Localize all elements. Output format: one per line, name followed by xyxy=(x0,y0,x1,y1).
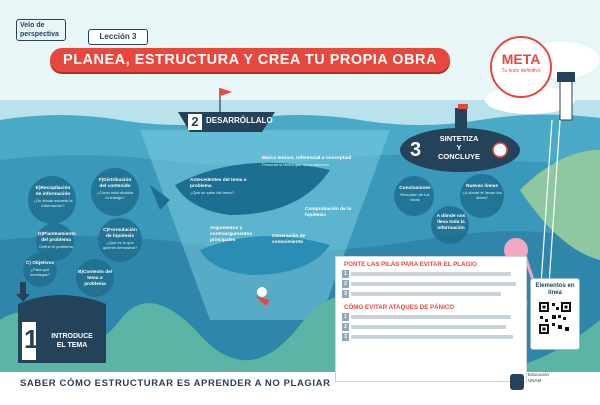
tip-number: 1 xyxy=(342,313,349,321)
meta-title: META xyxy=(501,51,541,67)
tip-text-placeholder xyxy=(351,281,516,286)
node-title: C)Formulación de hipótesis xyxy=(103,228,137,239)
node-comprobacion: Comprobación de la hipótesis xyxy=(305,207,360,219)
page-title: PLANEA, ESTRUCTURA Y CREA TU PROPIA OBRA xyxy=(63,52,437,68)
node-sub: ¿A dónde te llevan tus ideas? xyxy=(462,190,502,200)
node-sub: Presenta la teoría que da fundamento xyxy=(262,162,330,167)
org-label: Educación UNAM xyxy=(528,372,584,383)
tip-row: 3 xyxy=(342,290,520,298)
node-sub: ¿Cómo está dividida tu trabajo? xyxy=(96,190,134,200)
step-1-label-line2: EL TEMA xyxy=(56,342,88,349)
node-recopilacion: E)Recopilación de información¿De dónde s… xyxy=(33,186,73,208)
node-antecedentes: Antecedentes del tema o problema¿Qué se … xyxy=(190,178,250,195)
node-sub: ¿Para qué investigas? xyxy=(29,267,50,277)
step-3-label-line2: Y xyxy=(456,143,462,152)
node-title: A dónde nos lleva toda la información xyxy=(436,214,466,231)
node-title: C) Objetivos xyxy=(25,261,55,266)
qr-title: Elementos en línea xyxy=(535,283,575,296)
node-distribucion: F)Distribución del contenido¿Cómo está d… xyxy=(95,178,135,200)
tip-text-placeholder xyxy=(351,334,513,339)
step-3-label-line3: CONCLUYE xyxy=(437,152,481,161)
meta-badge: META Tu texto definitivo xyxy=(490,36,552,98)
tip-number: 3 xyxy=(342,333,349,341)
node-generacion: Generación de conocimiento xyxy=(272,234,322,246)
node-argumentos: Argumentos y contraargumentos principale… xyxy=(210,226,270,244)
node-sub: Define el problema xyxy=(39,244,73,249)
node-title: Comprobación de la hipótesis xyxy=(305,207,352,218)
tip-text-placeholder xyxy=(351,314,511,319)
qr-card[interactable]: Elementos en línea xyxy=(530,278,580,350)
panel-heading-plagio: PONTE LAS PILAS PARA EVITAR EL PLAGIO xyxy=(344,261,477,268)
node-objetivos: C) Objetivos¿Para qué investigas? xyxy=(24,261,56,277)
qr-code-icon[interactable] xyxy=(538,301,572,335)
tips-panel: PONTE LAS PILAS PARA EVITAR EL PLAGIO 1 … xyxy=(335,256,527,382)
node-title: Marco teórico, referencial o conceptual xyxy=(262,156,352,161)
step-3-number: 3 xyxy=(410,139,422,161)
node-title: Conclusiones xyxy=(399,186,431,191)
node-title: Generación de conocimiento xyxy=(272,234,306,245)
node-sub: Resumen de tus ideas xyxy=(400,192,430,202)
meta-subtitle: Tu texto definitivo xyxy=(501,68,541,74)
lesson-label: Lección 3 xyxy=(88,29,148,45)
step-2-label: DESARRÓLLALO xyxy=(206,116,273,125)
node-a-donde: A dónde nos lleva toda la información xyxy=(432,214,470,232)
node-title: E)Recopilación de información xyxy=(35,186,71,197)
node-sub: ¿De dónde sacaste la información? xyxy=(33,198,73,208)
node-title: F)Distribución del contenido xyxy=(98,178,132,189)
tip-row: 3 xyxy=(342,333,520,341)
org-line2: UNAM xyxy=(528,377,542,383)
tip-text-placeholder xyxy=(351,271,511,276)
org-line1: Educación xyxy=(528,372,550,377)
tip-row: 1 xyxy=(342,313,520,321)
logo: Velo de perspectiva xyxy=(16,19,66,41)
node-nuevas-lineas: Nuevas líneas¿A dónde te llevan tus idea… xyxy=(462,184,502,200)
step-1-number: 1 xyxy=(24,324,39,354)
footer-slogan: SABER CÓMO ESTRUCTURAR ES APRENDER A NO … xyxy=(20,378,331,389)
node-sub: ¿Qué se sabe del tema? xyxy=(190,190,234,195)
step-2-number: 2 xyxy=(188,114,202,130)
logo-line1: Velo de xyxy=(20,22,45,29)
tip-number: 3 xyxy=(342,290,349,298)
tip-number: 2 xyxy=(342,323,349,331)
tip-row: 2 xyxy=(342,280,520,288)
node-contexto: B)Contexto del tema o problema xyxy=(77,270,113,288)
node-title: Nuevas líneas xyxy=(466,184,498,189)
node-title: D)Planteamiento del problema xyxy=(38,232,76,243)
logo-line2: perspectiva xyxy=(20,31,59,38)
node-sub: ¿Qué es lo que quieres demostrar? xyxy=(102,240,138,250)
tip-text-placeholder xyxy=(351,291,501,296)
unam-shield-icon xyxy=(510,374,524,390)
node-hipotesis: C)Formulación de hipótesis¿Qué es lo que… xyxy=(100,228,140,250)
step-3-label: SINTETIZA Y CONCLUYE xyxy=(432,134,486,161)
node-title: Antecedentes del tema o problema xyxy=(190,178,247,189)
step-3-label-line1: SINTETIZA xyxy=(439,134,479,143)
node-title: B)Contexto del tema o problema xyxy=(77,270,113,287)
panel-heading-panico: CÓMO EVITAR ATAQUES DE PÁNICO xyxy=(344,304,455,311)
node-title: Argumentos y contraargumentos principale… xyxy=(210,226,253,243)
step-1-label-line1: INTRODUCE xyxy=(51,333,93,340)
tip-row: 1 xyxy=(342,270,520,278)
step-1-label: INTRODUCE EL TEMA xyxy=(42,332,102,350)
tip-number: 1 xyxy=(342,270,349,278)
tip-text-placeholder xyxy=(351,324,506,329)
tip-number: 2 xyxy=(342,280,349,288)
tip-row: 2 xyxy=(342,323,520,331)
title-banner xyxy=(50,48,450,72)
